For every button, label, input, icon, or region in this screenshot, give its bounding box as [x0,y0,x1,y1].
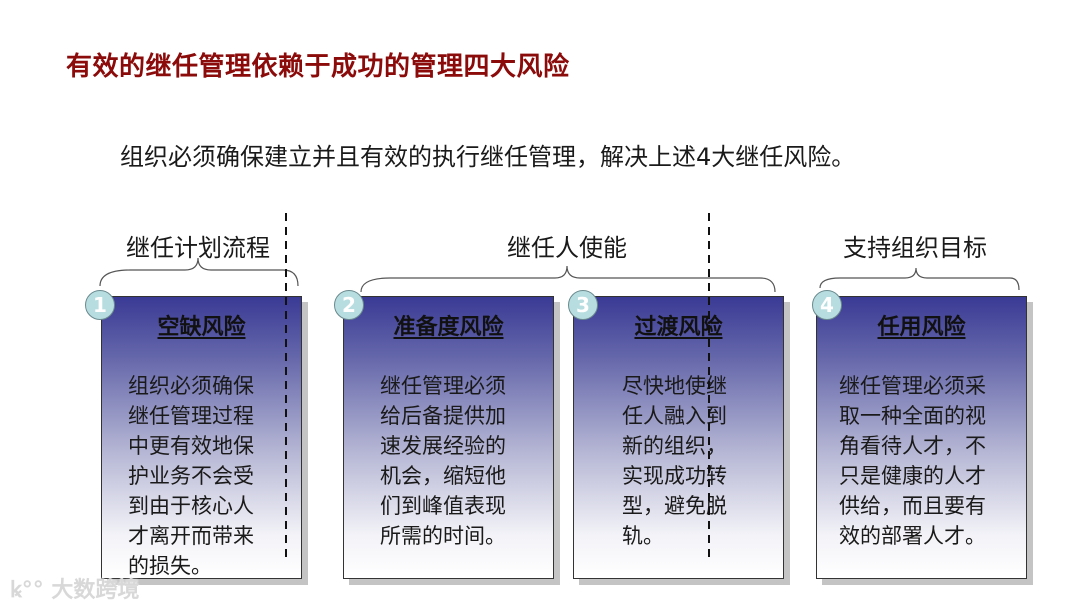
risk-card-deployment: 任用风险 继任管理必须采 取一种全面的视 角看待人才，不 只是健康的人才 供给，… [816,296,1027,579]
number-badge: 4 [812,290,842,320]
group-label-planning: 继任计划流程 [126,234,270,262]
slide-subtitle: 组织必须确保建立并且有效的执行继任管理，解决上述4大继任风险。 [120,143,856,171]
group-label-enablement: 继任人使能 [507,234,627,262]
card-body: 尽快地使继 任人融入到 新的组织， 实现成功转 型，避免脱 轨。 [622,374,727,548]
card-title: 过渡风险 [634,315,723,340]
risk-card-readiness: 准备度风险 继任管理必须 给后备提供加 速发展经验的 机会，缩短他 们到峰值表现… [343,296,554,579]
card-title: 空缺风险 [157,315,246,340]
number-badge: 3 [568,290,598,320]
slide-title: 有效的继任管理依赖于成功的管理四大风险 [66,52,570,82]
brace-enablement [360,265,776,293]
card-body: 继任管理必须 给后备提供加 速发展经验的 机会，缩短他 们到峰值表现 所需的时间… [380,374,506,548]
card-title: 准备度风险 [393,315,504,340]
risk-card-vacancy: 空缺风险 组织必须确保 继任管理过程 中更有效地保 护业务不会受 到由于核心人 … [101,296,302,579]
card-title: 任用风险 [877,315,966,340]
watermark: ꝃ°° 大数跨境 [10,572,139,604]
number-badge: 1 [85,290,115,320]
brace-org-goals [819,267,1020,291]
risk-card-transition: 过渡风险 尽快地使继 任人融入到 新的组织， 实现成功转 型，避免脱 轨。 [573,296,784,579]
card-body: 组织必须确保 继任管理过程 中更有效地保 护业务不会受 到由于核心人 才离开而带… [128,374,254,578]
watermark-text: 大数跨境 [51,578,140,603]
number-badge: 2 [334,290,364,320]
group-label-org-goals: 支持组织目标 [843,234,987,262]
logo-icon: ꝃ°° [10,578,44,603]
card-body: 继任管理必须采 取一种全面的视 角看待人才，不 只是健康的人才 供给，而且要有 … [839,374,986,548]
